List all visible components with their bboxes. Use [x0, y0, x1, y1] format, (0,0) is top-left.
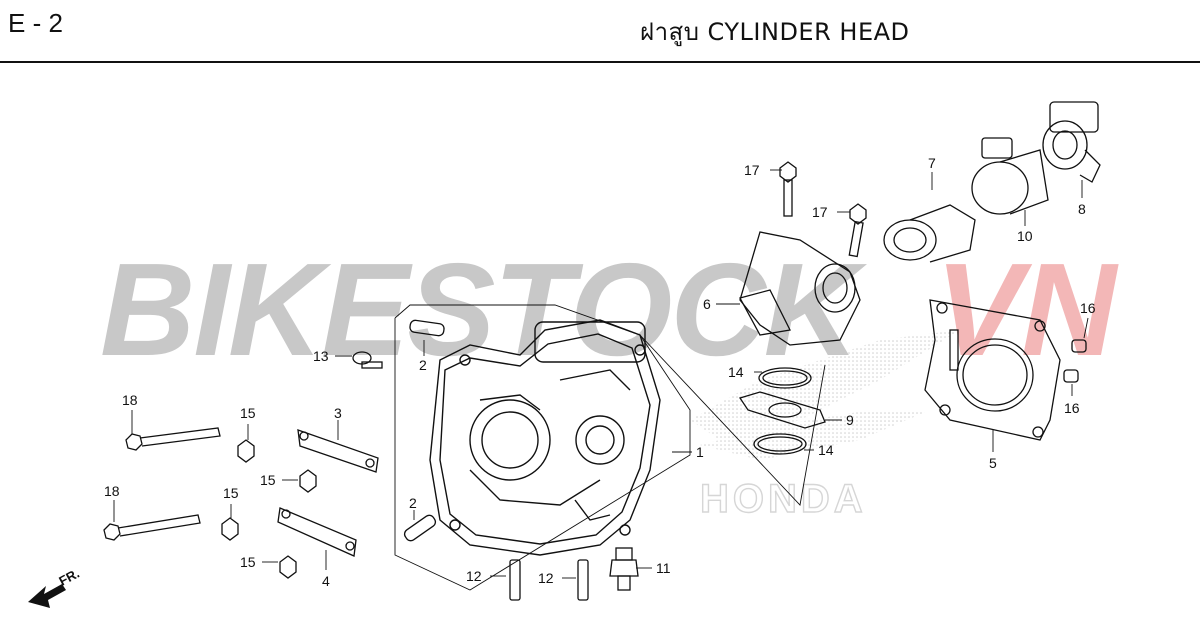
insulator-part — [883, 204, 976, 263]
callout-15: 15 — [223, 485, 239, 501]
leader-line — [639, 334, 826, 506]
dowel-pin-part — [403, 319, 445, 542]
intake-manifold-part — [739, 231, 861, 346]
callout-6: 6 — [703, 296, 711, 312]
callout-16: 16 — [1064, 400, 1080, 416]
callout-10: 10 — [1017, 228, 1033, 244]
header-divider — [0, 61, 1200, 63]
assembly-outline — [394, 304, 691, 591]
nut-part — [221, 439, 317, 579]
callout-labels: 1 2 2 3 4 5 6 7 8 9 10 11 12 12 13 14 14… — [104, 155, 1096, 589]
joint-part — [1042, 101, 1101, 183]
callout-1: 1 — [696, 444, 704, 460]
watermark-brand: BIKESTOCK — [100, 236, 868, 383]
callout-4: 4 — [322, 573, 330, 589]
callout-12: 12 — [538, 570, 554, 586]
spark-plug-part — [609, 547, 639, 591]
callout-15: 15 — [240, 554, 256, 570]
bolt-13-part — [352, 351, 383, 369]
callout-lines — [113, 169, 1089, 579]
callout-9: 9 — [846, 412, 854, 428]
callout-18: 18 — [122, 392, 138, 408]
clamp-band-part — [971, 137, 1049, 215]
callout-13: 13 — [313, 348, 329, 364]
callout-8: 8 — [1078, 201, 1086, 217]
callout-14: 14 — [728, 364, 744, 380]
stud-part — [509, 559, 589, 601]
callout-11: 11 — [656, 560, 671, 576]
callout-15: 15 — [240, 405, 256, 421]
gasket-dowel-part — [1063, 339, 1087, 383]
o-ring-part — [753, 367, 812, 455]
callout-17: 17 — [744, 162, 760, 178]
bracket-part — [277, 429, 379, 557]
long-bolt-part — [103, 427, 221, 541]
callout-7: 7 — [928, 155, 936, 171]
callout-18: 18 — [104, 483, 120, 499]
callout-3: 3 — [334, 405, 342, 421]
front-direction-arrow-icon: FR. — [28, 566, 82, 608]
diagram-code: E - 2 — [8, 8, 63, 38]
callout-17: 17 — [812, 204, 828, 220]
diagram-title: ฝาสูบ CYLINDER HEAD — [640, 18, 910, 46]
callout-15: 15 — [260, 472, 276, 488]
flange-bolt-part — [779, 161, 867, 258]
callout-5: 5 — [989, 455, 997, 471]
cylinder-head-part — [429, 319, 661, 556]
callout-16: 16 — [1080, 300, 1096, 316]
honda-logo-text: HONDA — [700, 477, 867, 521]
head-gasket-part — [924, 299, 1061, 441]
callout-2: 2 — [419, 357, 427, 373]
callout-14: 14 — [818, 442, 834, 458]
intake-insulator-part — [738, 391, 826, 429]
callout-2: 2 — [409, 495, 417, 511]
watermark-brand-suffix: VN — [935, 236, 1119, 383]
callout-12: 12 — [466, 568, 482, 584]
